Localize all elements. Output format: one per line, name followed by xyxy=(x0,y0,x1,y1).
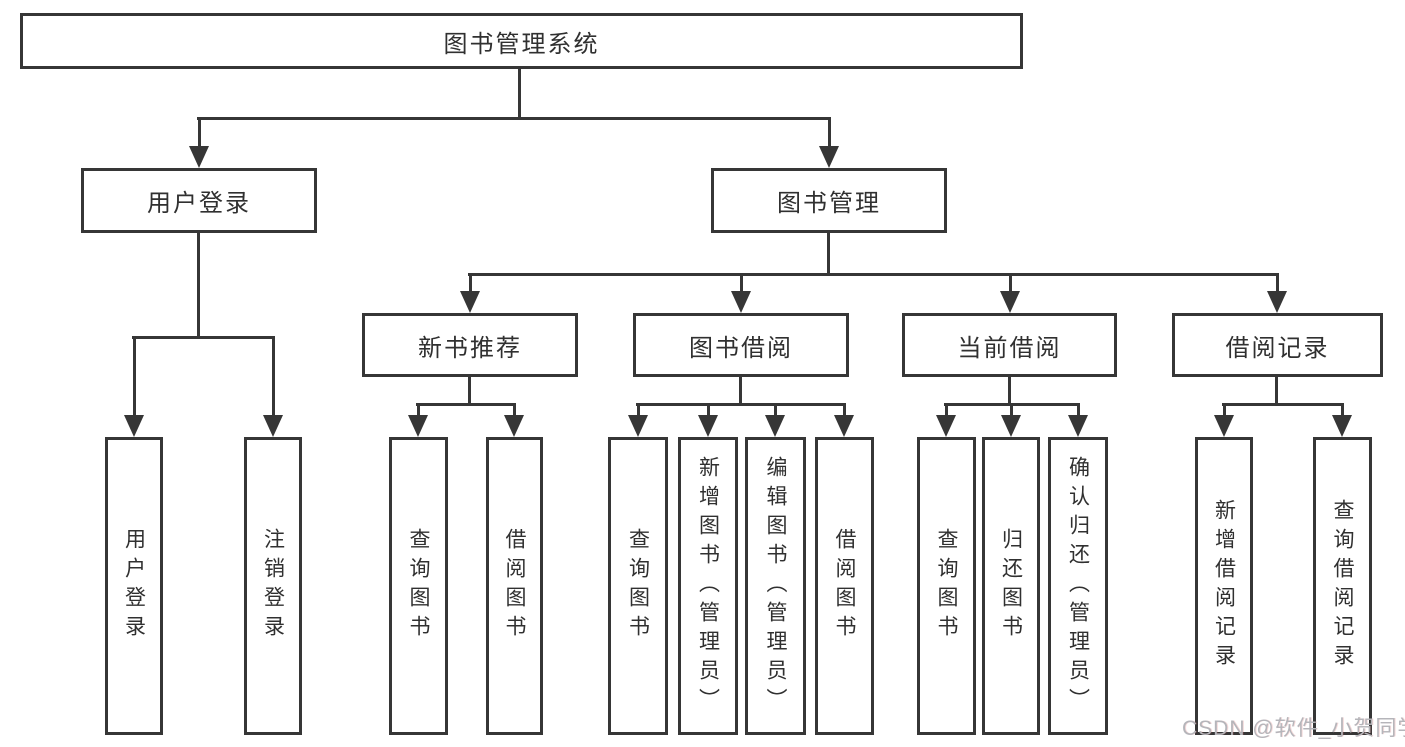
node-new-book-recommend: 新书推荐 xyxy=(362,313,578,377)
connector-line xyxy=(197,232,200,339)
connector-line xyxy=(636,403,846,406)
leaf-label: 查询图书 xyxy=(407,528,430,644)
node-borrow-books-recommend: 借阅图书 xyxy=(486,437,543,735)
node-query-books-borrow: 查询图书 xyxy=(608,437,668,735)
leaf-label: 注销登录 xyxy=(261,528,285,644)
connector-line xyxy=(739,376,742,406)
node-add-borrow-record: 新增借阅记录 xyxy=(1195,437,1253,735)
node-root: 图书管理系统 xyxy=(20,13,1023,69)
node-confirm-return-admin: 确认归还（管理员） xyxy=(1048,437,1108,735)
arrow-down-icon xyxy=(1214,406,1234,437)
leaf-label: 借阅图书 xyxy=(503,528,526,644)
arrow-down-icon xyxy=(1332,406,1352,437)
node-current-borrow: 当前借阅 xyxy=(902,313,1117,377)
connector-line xyxy=(197,117,831,120)
arrow-down-icon xyxy=(936,406,956,437)
connector-line xyxy=(416,403,516,406)
arrow-down-icon xyxy=(263,339,283,437)
arrow-down-icon xyxy=(460,276,480,313)
connector-line xyxy=(944,403,1080,406)
leaf-label: 确认归还（管理员） xyxy=(1066,455,1090,717)
arrow-down-icon xyxy=(731,276,751,313)
node-user-login-leaf: 用户登录 xyxy=(105,437,163,735)
connector-line xyxy=(518,68,521,120)
node-book-management: 图书管理 xyxy=(711,168,947,233)
node-borrow-records: 借阅记录 xyxy=(1172,313,1383,377)
node-book-borrow: 图书借阅 xyxy=(633,313,849,377)
leaf-label: 借阅图书 xyxy=(833,528,856,644)
node-borrow-books-leaf: 借阅图书 xyxy=(815,437,874,735)
arrow-down-icon xyxy=(1068,406,1088,437)
connector-line xyxy=(1222,403,1344,406)
leaf-label: 编辑图书（管理员） xyxy=(764,455,787,717)
node-return-book: 归还图书 xyxy=(982,437,1040,735)
watermark: CSDN @软件_小贺同学 xyxy=(1182,717,1405,740)
connector-line xyxy=(468,376,471,406)
leaf-label: 用户登录 xyxy=(122,528,146,644)
node-edit-book-admin: 编辑图书（管理员） xyxy=(745,437,806,735)
leaf-label: 查询借阅记录 xyxy=(1331,499,1354,673)
arrow-down-icon xyxy=(834,406,854,437)
node-query-books-current: 查询图书 xyxy=(917,437,976,735)
node-user-login: 用户登录 xyxy=(81,168,317,233)
arrow-down-icon xyxy=(408,406,428,437)
arrow-down-icon xyxy=(124,339,144,437)
leaf-label: 归还图书 xyxy=(999,528,1023,644)
node-query-books-recommend: 查询图书 xyxy=(389,437,448,735)
node-add-book-admin: 新增图书（管理员） xyxy=(678,437,738,735)
connector-line xyxy=(132,336,275,339)
arrow-down-icon xyxy=(1001,406,1021,437)
leaf-label: 查询图书 xyxy=(626,528,650,644)
connector-line xyxy=(1275,376,1278,406)
leaf-label: 新增图书（管理员） xyxy=(696,455,720,717)
arrow-down-icon xyxy=(1267,276,1287,313)
arrow-down-icon xyxy=(765,406,785,437)
leaf-label: 新增借阅记录 xyxy=(1212,499,1236,673)
leaf-label: 查询图书 xyxy=(935,528,958,644)
arrow-down-icon xyxy=(819,120,839,168)
connector-line xyxy=(827,232,830,276)
arrow-down-icon xyxy=(1000,276,1020,313)
arrow-down-icon xyxy=(628,406,648,437)
arrow-down-icon xyxy=(698,406,718,437)
connector-line xyxy=(468,273,1279,276)
connector-line xyxy=(1008,376,1011,406)
arrow-down-icon xyxy=(504,406,524,437)
arrow-down-icon xyxy=(189,120,209,168)
node-logout: 注销登录 xyxy=(244,437,302,735)
node-query-borrow-record: 查询借阅记录 xyxy=(1313,437,1372,735)
